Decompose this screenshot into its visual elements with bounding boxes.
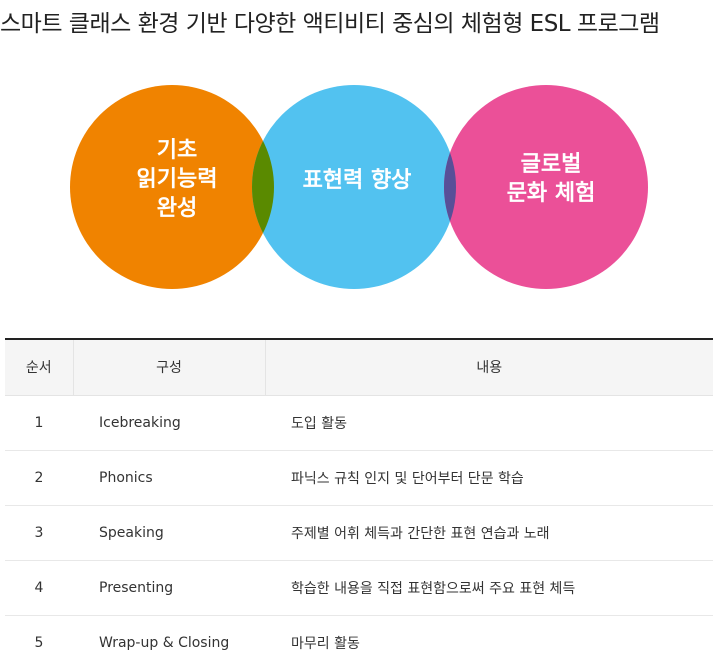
header-component: 구성 xyxy=(72,339,265,396)
program-table: 순서 구성 내용 1 Icebreaking 도입 활동 2 Phonics 파… xyxy=(5,338,713,670)
row-component: Phonics xyxy=(73,450,265,506)
table-row: 3 Speaking 주제별 어휘 체득과 간단한 표현 연습과 노래 xyxy=(5,505,713,561)
row-content: 주제별 어휘 체득과 간단한 표현 연습과 노래 xyxy=(265,505,713,561)
row-content: 도입 활동 xyxy=(265,395,713,451)
table-row: 1 Icebreaking 도입 활동 xyxy=(5,395,713,451)
circle-expression xyxy=(252,85,456,289)
circle-reading xyxy=(70,85,274,289)
row-component: Presenting xyxy=(73,560,265,616)
header-content: 내용 xyxy=(264,339,713,396)
row-number: 4 xyxy=(5,560,73,616)
row-component: Wrap-up & Closing xyxy=(73,615,265,670)
table-row: 2 Phonics 파닉스 규칙 인지 및 단어부터 단문 학습 xyxy=(5,450,713,506)
row-component: Speaking xyxy=(73,505,265,561)
row-number: 2 xyxy=(5,450,73,506)
page-title: 스마트 클래스 환경 기반 다양한 액티비티 중심의 체험형 ESL 프로그램 xyxy=(0,11,660,37)
row-content: 마무리 활동 xyxy=(265,615,713,670)
header-order: 순서 xyxy=(5,339,73,396)
circle-culture xyxy=(444,85,648,289)
venn-diagram: 기초 읽기능력 완성 표현력 향상 글로벌 문화 체험 xyxy=(0,0,713,330)
circle-label-culture: 글로벌 문화 체험 xyxy=(506,152,596,206)
venn-circles xyxy=(70,85,648,289)
row-number: 3 xyxy=(5,505,73,561)
row-content: 파닉스 규칙 인지 및 단어부터 단문 학습 xyxy=(265,450,713,506)
row-number: 5 xyxy=(5,615,73,670)
table-row: 4 Presenting 학습한 내용을 직접 표현함으로써 주요 표현 체득 xyxy=(5,560,713,616)
circle-label-expression: 표현력 향상 xyxy=(302,168,412,193)
circle-label-reading: 기초 읽기능력 완성 xyxy=(136,138,218,221)
table-row: 5 Wrap-up & Closing 마무리 활동 xyxy=(5,615,713,670)
row-component: Icebreaking xyxy=(73,395,265,451)
row-content: 학습한 내용을 직접 표현함으로써 주요 표현 체득 xyxy=(265,560,713,616)
row-number: 1 xyxy=(5,395,73,451)
table-header-row: 순서 구성 내용 xyxy=(5,339,713,396)
